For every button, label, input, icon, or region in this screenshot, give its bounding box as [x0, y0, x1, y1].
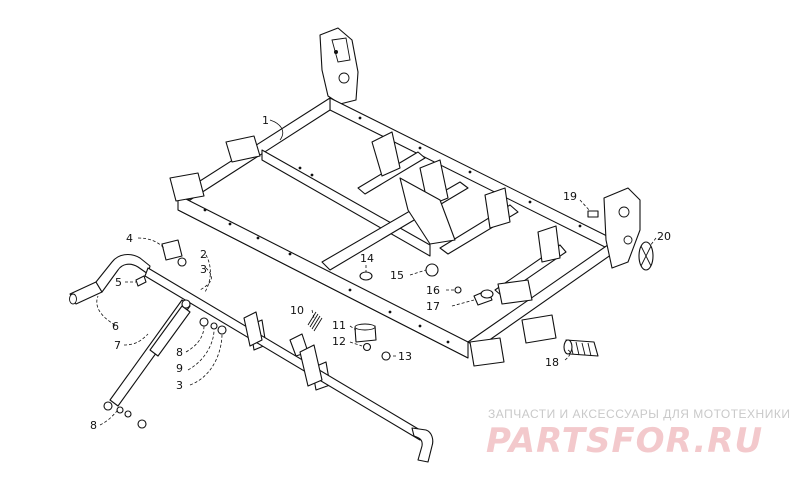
- watermark-tagline: ЗАПЧАСТИ И АКСЕССУАРЫ ДЛЯ МОТОТЕХНИКИ: [488, 407, 790, 421]
- handle-rod-assembly: [69, 239, 434, 463]
- part-19-bolt: [587, 210, 599, 218]
- callout-11: 11: [332, 319, 346, 332]
- callout-17: 17: [426, 300, 440, 313]
- callout-10: 10: [290, 304, 304, 317]
- callout-4: 4: [126, 232, 133, 245]
- part-16-washer: [454, 286, 462, 294]
- part-3-nut-lower: [137, 419, 147, 429]
- callout-12: 12: [332, 335, 346, 348]
- part-13-washer: [381, 351, 391, 361]
- callout-1: 1: [262, 114, 269, 127]
- callout-5: 5: [115, 276, 122, 289]
- watermark-logo: PARTSFOR.RU: [486, 421, 763, 461]
- callout-20: 20: [657, 230, 671, 243]
- callout-2: 2: [200, 248, 207, 261]
- part-3-nut-upper: [217, 325, 227, 335]
- part-14-washer: [359, 271, 373, 281]
- part-8-ball-stud-lower: [116, 406, 124, 414]
- leader-lines: [96, 119, 657, 426]
- part-20-knob: [638, 241, 654, 271]
- callout-6: 6: [112, 320, 119, 333]
- callout-14: 14: [360, 252, 374, 265]
- callout-16: 16: [426, 284, 440, 297]
- watermark: ЗАПЧАСТИ И АКСЕССУАРЫ ДЛЯ МОТОТЕХНИКИ PA…: [486, 407, 790, 461]
- callout-8-upper: 8: [176, 346, 183, 359]
- callout-3-top: 3: [200, 263, 207, 276]
- callout-7: 7: [114, 339, 121, 352]
- callout-13: 13: [398, 350, 412, 363]
- part-15-bushing: [425, 263, 439, 277]
- part-18-foot-peg: [563, 339, 599, 357]
- callouts: 1 2 3 3 4 5 6 7 8 8 9 10 11 12 13 14 15 …: [90, 114, 671, 432]
- callout-9: 9: [176, 362, 183, 375]
- part-12-nut: [362, 342, 372, 352]
- frame-assembly: [169, 27, 641, 391]
- callout-3-bottom: 3: [176, 379, 183, 392]
- part-8-ball-stud-upper: [199, 317, 209, 327]
- callout-19: 19: [563, 190, 577, 203]
- part-9-washer: [210, 322, 218, 330]
- part-9-washer-lower: [124, 410, 132, 418]
- callout-15: 15: [390, 269, 404, 282]
- part-10-spring: [307, 311, 323, 332]
- callout-18: 18: [545, 356, 559, 369]
- part-7-gas-strut: [103, 299, 191, 411]
- callout-8-lower: 8: [90, 419, 97, 432]
